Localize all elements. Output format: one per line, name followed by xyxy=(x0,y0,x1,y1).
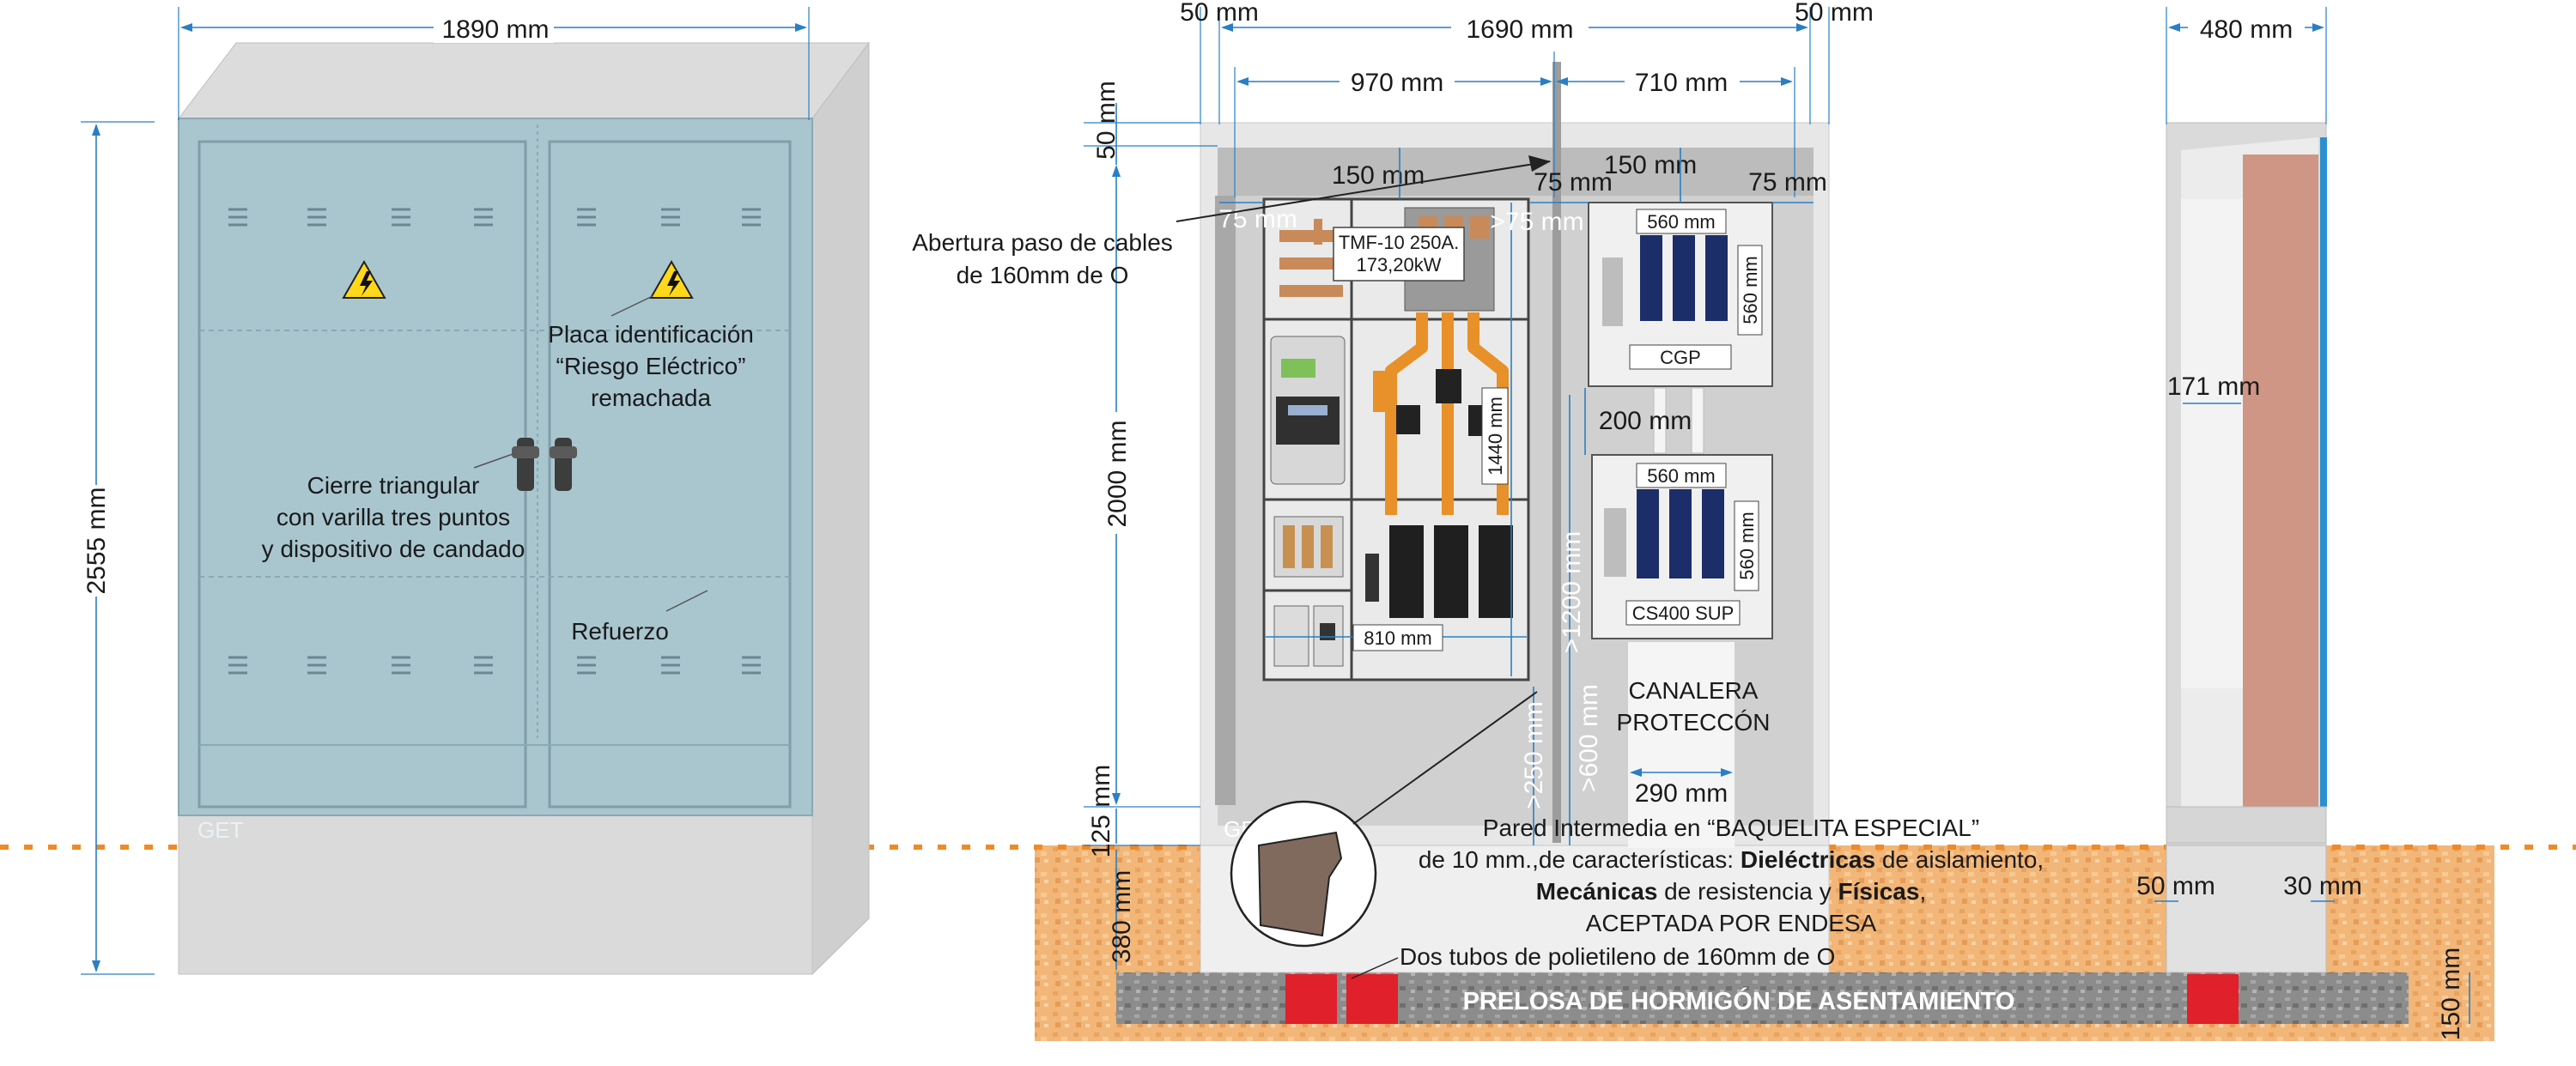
dim-1690: 1690 mm xyxy=(1466,15,1573,44)
front-view: GET Cierre triangular con varilla tres p… xyxy=(80,7,870,976)
breaker-icon xyxy=(1273,605,1344,667)
dim-1200: >1200 mm xyxy=(1558,531,1586,654)
middle-view: TMF-10 250A. 173,20kW 1440 mm 810 mm 560… xyxy=(912,0,2044,979)
door-lock-handles-icon[interactable] xyxy=(512,438,577,491)
dim-50-base: 50 mm xyxy=(2136,872,2215,900)
fuse-block-icon xyxy=(1273,516,1344,578)
cable-opening-line1: Abertura paso de cables xyxy=(912,229,1173,256)
plate-leader xyxy=(611,295,653,317)
dim-1890: 1890 mm xyxy=(441,15,549,44)
svg-text:remachada: remachada xyxy=(591,385,712,411)
side-partition xyxy=(2181,199,2243,688)
cabinet-top-face xyxy=(177,42,870,119)
closure-label: Cierre triangular con varilla tres punto… xyxy=(262,472,526,562)
dim-810: 810 mm xyxy=(1364,627,1431,649)
dim-480: 480 mm xyxy=(2200,15,2293,44)
reinforcement-label: Refuerzo xyxy=(571,618,669,645)
dim-710: 710 mm xyxy=(1635,69,1728,97)
dim-970: 970 mm xyxy=(1351,69,1443,97)
reinforcement-leader xyxy=(665,590,708,612)
fuse-holders-icon xyxy=(1365,525,1513,618)
slab-label: PRELOSA DE HORMIGÓN DE ASENTAMIENTO xyxy=(1463,986,2015,1015)
cable-opening-line2: de 160mm de O xyxy=(957,262,1129,288)
dim-1440: 1440 mm xyxy=(1485,397,1506,475)
dim-30-base: 30 mm xyxy=(2283,872,2362,900)
warning-sign-left-icon xyxy=(342,259,386,299)
dim-150-slab: 150 mm xyxy=(2437,948,2465,1040)
vent-slots xyxy=(228,208,761,675)
svg-text:y dispositivo de candado: y dispositivo de candado xyxy=(262,536,526,562)
svg-text:Placa identificación: Placa identificación xyxy=(548,321,754,348)
tmf-label-line2: 173,20kW xyxy=(1356,254,1441,276)
dim-75-c: >75 mm xyxy=(1490,208,1583,236)
svg-text:“Riesgo Eléctrico”: “Riesgo Eléctrico” xyxy=(556,353,746,379)
bakelite-sample-icon xyxy=(1257,831,1343,937)
cable-trunking xyxy=(1628,642,1735,848)
tubes-note: Dos tubos de polietileno de 160mm de O xyxy=(1400,943,1835,970)
cgp-height: 560 mm xyxy=(1740,256,1761,324)
dim-150-left: 150 mm xyxy=(1332,161,1425,190)
cgp-width: 560 mm xyxy=(1647,211,1715,233)
cs400-box: 560 mm 560 mm CS400 SUP xyxy=(1591,454,1773,639)
wall-note-line3: Mecánicas de resistencia y Físicas, xyxy=(1536,878,1926,905)
dim-200: 200 mm xyxy=(1599,407,1692,435)
dim-75-b: 75 mm xyxy=(1534,168,1613,197)
side-door-edge xyxy=(2320,137,2327,807)
dim-50-left: 50 mm xyxy=(1180,0,1259,27)
dim-2555: 2555 mm xyxy=(82,487,111,594)
dim-50-right: 50 mm xyxy=(1795,0,1874,27)
dim-250: >250 mm xyxy=(1520,701,1548,809)
tube-section-2 xyxy=(1346,974,1398,1024)
canalera-line1: CANALERA xyxy=(1629,677,1759,704)
cgp-box: 560 mm 560 mm CGP xyxy=(1588,202,1773,387)
cs-width: 560 mm xyxy=(1647,465,1715,487)
electricity-meter-icon xyxy=(1270,336,1346,485)
svg-text:Cierre triangular: Cierre triangular xyxy=(307,472,480,499)
dim-75-d: 75 mm xyxy=(1748,168,1827,197)
side-view: 480 mm 171 mm 50 mm 30 mm 150 mm xyxy=(2136,7,2470,1040)
plate-label: Placa identificación “Riesgo Eléctrico” … xyxy=(548,321,754,411)
canalera-line2: PROTECCÓN xyxy=(1617,709,1771,736)
dim-2000: 2000 mm xyxy=(1103,420,1132,527)
cs-height: 560 mm xyxy=(1736,512,1758,579)
svg-text:con varilla tres puntos: con varilla tres puntos xyxy=(276,504,510,530)
cabinet-side-face xyxy=(811,41,870,976)
side-base xyxy=(2166,845,2327,973)
cabinet-door-panel xyxy=(178,118,813,816)
dim-top-50: 50 mm xyxy=(1092,81,1121,160)
wall-note-line1: Pared Intermedia en “BAQUELITA ESPECIAL” xyxy=(1483,815,1979,841)
tube-section-1 xyxy=(1285,974,1337,1024)
side-backplate xyxy=(2243,154,2318,807)
front-watermark: GET xyxy=(197,817,244,843)
dim-600: >600 mm xyxy=(1575,684,1603,792)
dim-150-right: 150 mm xyxy=(1604,151,1697,179)
cabinet-plinth xyxy=(178,815,813,975)
cs-label: CS400 SUP xyxy=(1632,603,1735,624)
tube-section-3 xyxy=(2187,974,2239,1024)
warning-sign-right-icon xyxy=(649,259,694,299)
copper-busbars xyxy=(1279,219,1343,297)
middle-top-band xyxy=(1218,148,1814,196)
wall-note-line2: de 10 mm.,de características: Dieléctric… xyxy=(1419,846,2044,873)
cgp-label: CGP xyxy=(1660,347,1701,368)
dim-75-a: 75 mm xyxy=(1218,205,1297,233)
dim-380: 380 mm xyxy=(1108,870,1136,963)
dim-171: 171 mm xyxy=(2167,372,2260,401)
partition-wall xyxy=(1552,62,1561,843)
tmf-label-line1: TMF-10 250A. xyxy=(1339,232,1460,253)
dim-290: 290 mm xyxy=(1635,779,1728,808)
dim-125: 125 mm xyxy=(1087,765,1115,857)
right-door[interactable] xyxy=(548,140,792,809)
closure-leader xyxy=(473,452,516,469)
middle-left-rail xyxy=(1215,196,1236,805)
wall-note-line4: ACEPTADA POR ENDESA xyxy=(1586,910,1877,936)
